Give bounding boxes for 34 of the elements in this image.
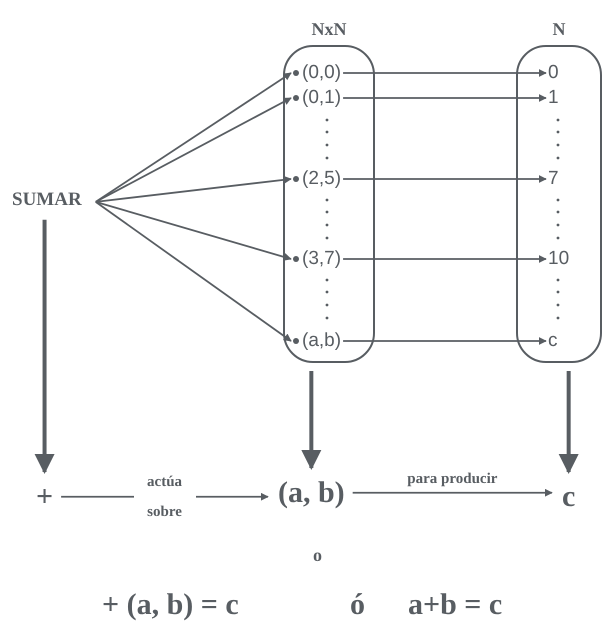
equation-text: ó	[350, 590, 365, 620]
number-label: 7	[548, 168, 559, 190]
equation-text: + (a, b) = c	[102, 590, 239, 620]
arrow	[343, 337, 547, 345]
number-label: c	[548, 330, 558, 352]
arrow	[95, 97, 292, 203]
arrow	[301, 371, 322, 470]
result-term: c	[562, 478, 576, 516]
ordered-pair: (0,0)	[302, 62, 342, 84]
ordered-pair: (3,7)	[302, 248, 342, 270]
number-label: 0	[548, 62, 559, 84]
equation-text: a+b = c	[408, 590, 502, 620]
result-term: (a, b)	[278, 474, 345, 512]
arrow	[343, 255, 547, 263]
arrow	[96, 176, 292, 203]
arrow	[95, 201, 292, 342]
arrow	[343, 94, 547, 102]
operation-name: SUMAR	[12, 188, 82, 212]
equation-text: o	[313, 546, 322, 564]
arrow	[352, 488, 553, 497]
ordered-pair: (0,1)	[302, 87, 342, 109]
arrow	[34, 220, 55, 474]
arrow	[343, 175, 547, 183]
arrow	[95, 72, 292, 203]
ordered-pair: (2,5)	[302, 168, 342, 190]
number-label: 1	[548, 87, 559, 109]
set-label: N	[552, 18, 566, 41]
result-term: +	[36, 478, 54, 516]
arrow	[95, 201, 292, 261]
ordered-pair: (a,b)	[302, 330, 342, 352]
set-label: NxN	[312, 18, 346, 41]
arrow	[558, 371, 579, 474]
number-label: 10	[548, 248, 570, 270]
arrow	[343, 69, 547, 77]
